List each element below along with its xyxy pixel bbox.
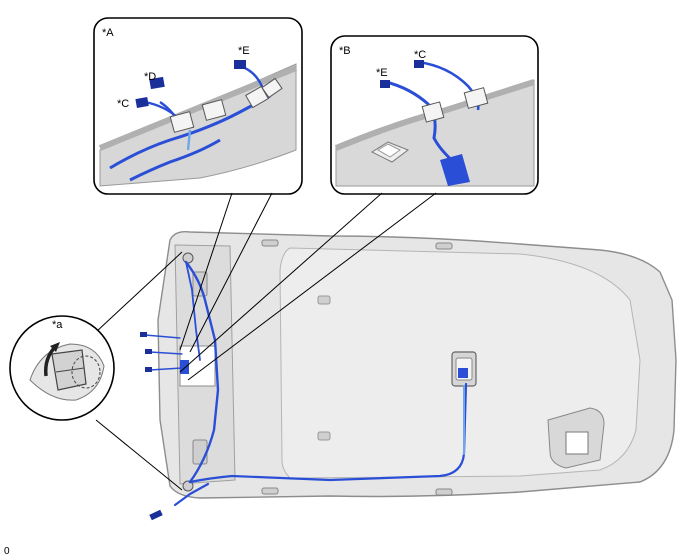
inset-b: *B *E *C [330,35,539,195]
figure-code: 0 [4,546,10,557]
inset-a: *A *E *D *C [93,17,303,195]
wire-harness [144,260,468,507]
inset-a-callout-e: *E [238,45,250,57]
inset-a-callout-d: *D [144,71,156,83]
harness-connectors [140,332,468,521]
detail-circle-label: *a [52,319,63,331]
inset-b-callout-e: *E [376,67,388,79]
inset-a-callout-c: *C [117,98,129,110]
inset-b-callout-c: *C [414,49,426,61]
headliner-panel [157,230,677,499]
inset-b-title: *B [339,45,351,57]
detail-circle: *a [9,251,183,491]
inset-leader-lines [179,192,437,381]
inset-a-title: *A [102,27,114,39]
